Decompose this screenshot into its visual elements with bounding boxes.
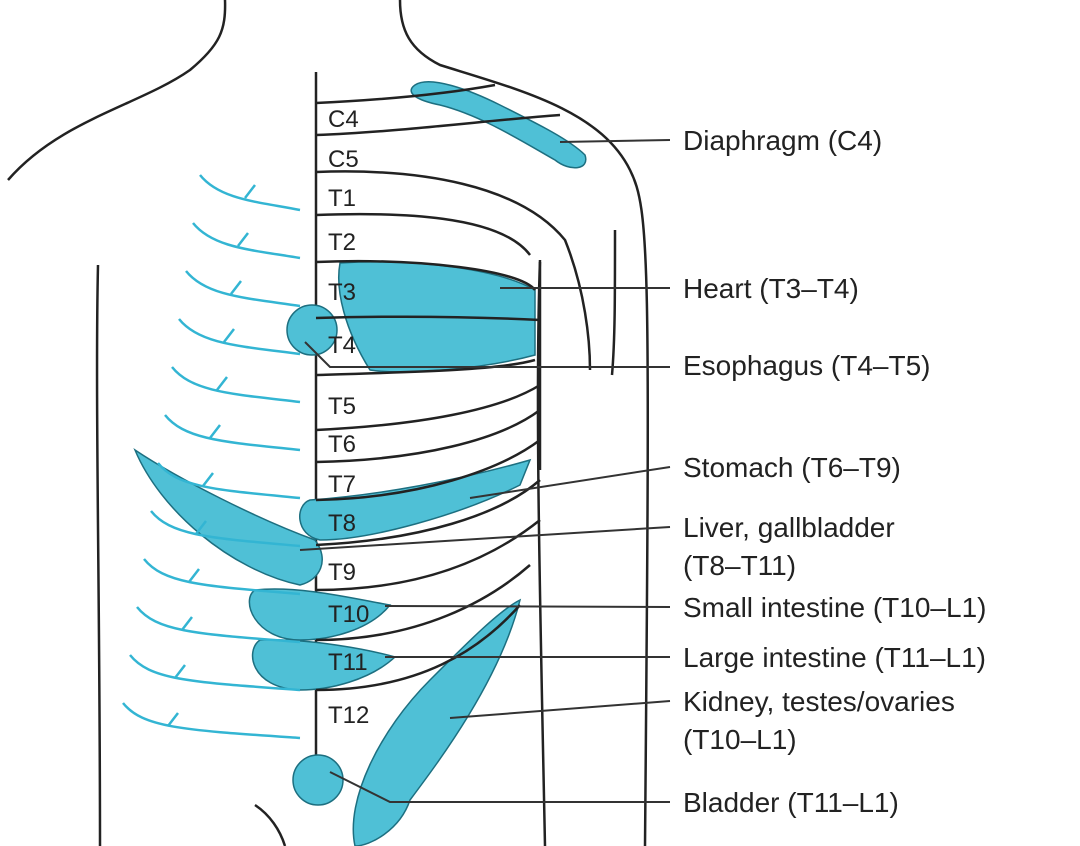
- small-intestine-area: [248, 588, 392, 641]
- segment-label-t2: T2: [328, 229, 356, 256]
- dermatome-line: [315, 564, 531, 642]
- segment-label-t1: T1: [328, 185, 356, 212]
- segment-label-c4: C4: [328, 106, 359, 133]
- organ-label: Bladder (T11–L1): [683, 787, 899, 818]
- organ-label: Kidney, testes/ovaries: [683, 686, 955, 717]
- nerve-twig: [202, 472, 214, 487]
- nerve-twig: [216, 376, 228, 391]
- nerve-branch: [157, 462, 301, 500]
- diaphragm-area: [410, 81, 587, 169]
- dermatome-line: [315, 212, 531, 256]
- nerve-twig: [167, 712, 179, 727]
- segment-label-t6: T6: [328, 431, 356, 458]
- nerve-branch: [192, 222, 301, 260]
- dermatome-line: [610, 229, 617, 376]
- leader-line: [384, 605, 671, 608]
- leader-line: [449, 700, 671, 719]
- dermatome-line: [315, 408, 541, 464]
- organ-label: Diaphragm (C4): [683, 125, 882, 156]
- large-intestine-area: [251, 639, 397, 691]
- liver-area: [133, 448, 323, 586]
- organ-label: Heart (T3–T4): [683, 273, 859, 304]
- nerve-branch: [199, 174, 301, 212]
- nerve-twig: [237, 232, 249, 247]
- segment-label-t5: T5: [328, 393, 356, 420]
- dermatome-line: [315, 519, 541, 592]
- dermatome-line: [315, 113, 561, 137]
- leader-line: [559, 139, 671, 143]
- segment-label-t9: T9: [328, 559, 356, 586]
- bladder-area: [292, 754, 344, 806]
- leader-line: [299, 526, 671, 551]
- leader-line: [304, 341, 670, 368]
- kidney-area: [352, 598, 522, 846]
- leader-lines: [299, 139, 671, 803]
- nerve-branch: [185, 270, 301, 308]
- segment-label-t11: T11: [328, 649, 368, 676]
- stomach-area: [299, 458, 532, 541]
- nerve-twig: [195, 520, 207, 535]
- dermatome-line: [315, 438, 541, 502]
- segment-label-t3: T3: [328, 279, 356, 306]
- nerve-twig: [209, 424, 221, 439]
- nerve-twig: [244, 184, 256, 199]
- nerve-branch: [171, 366, 301, 404]
- dermatome-line: [315, 83, 496, 105]
- nerve-twig: [188, 568, 200, 583]
- organ-label: Esophagus (T4–T5): [683, 350, 930, 381]
- dermatome-line: [315, 259, 536, 291]
- nerve-branch: [143, 558, 301, 596]
- segment-label-t7: T7: [328, 471, 356, 498]
- organ-label: (T8–T11): [683, 550, 796, 581]
- intercostal-nerves: [122, 174, 301, 740]
- nerve-branch: [129, 654, 301, 692]
- nerve-twig: [223, 328, 235, 343]
- nerve-branch: [122, 702, 301, 740]
- nerve-branch: [164, 414, 301, 452]
- dermatome-line: [315, 383, 541, 432]
- dermatome-line: [315, 315, 541, 322]
- nerve-twig: [174, 664, 186, 679]
- organ-label: Stomach (T6–T9): [683, 452, 901, 483]
- organ-label: Small intestine (T10–L1): [683, 592, 986, 623]
- dermatome-line: [315, 479, 541, 547]
- dermatome-line: [315, 604, 521, 692]
- nerve-branch: [150, 510, 301, 548]
- segment-label-t10: T10: [328, 601, 369, 628]
- segment-label-t8: T8: [328, 510, 356, 537]
- dermatome-line: [315, 358, 536, 377]
- nerve-twig: [230, 280, 242, 295]
- organ-label: Liver, gallbladder: [683, 512, 895, 543]
- organ-label: Large intestine (T11–L1): [683, 642, 986, 673]
- nerve-branch: [136, 606, 301, 644]
- segment-label-c5: C5: [328, 146, 359, 173]
- nerve-branch: [178, 318, 301, 356]
- leader-line: [469, 466, 671, 499]
- nerve-twig: [181, 616, 193, 631]
- referred-pain-areas: [133, 81, 587, 846]
- dermatome-lines: [315, 83, 617, 692]
- organ-label: (T10–L1): [683, 724, 797, 755]
- segment-label-t4: T4: [328, 332, 356, 359]
- dermatome-line: [315, 170, 592, 371]
- segment-label-t12: T12: [328, 702, 369, 729]
- leader-line: [329, 771, 670, 803]
- organ-labels: Diaphragm (C4) Heart (T3–T4) Esophagus (T4…: [683, 125, 986, 818]
